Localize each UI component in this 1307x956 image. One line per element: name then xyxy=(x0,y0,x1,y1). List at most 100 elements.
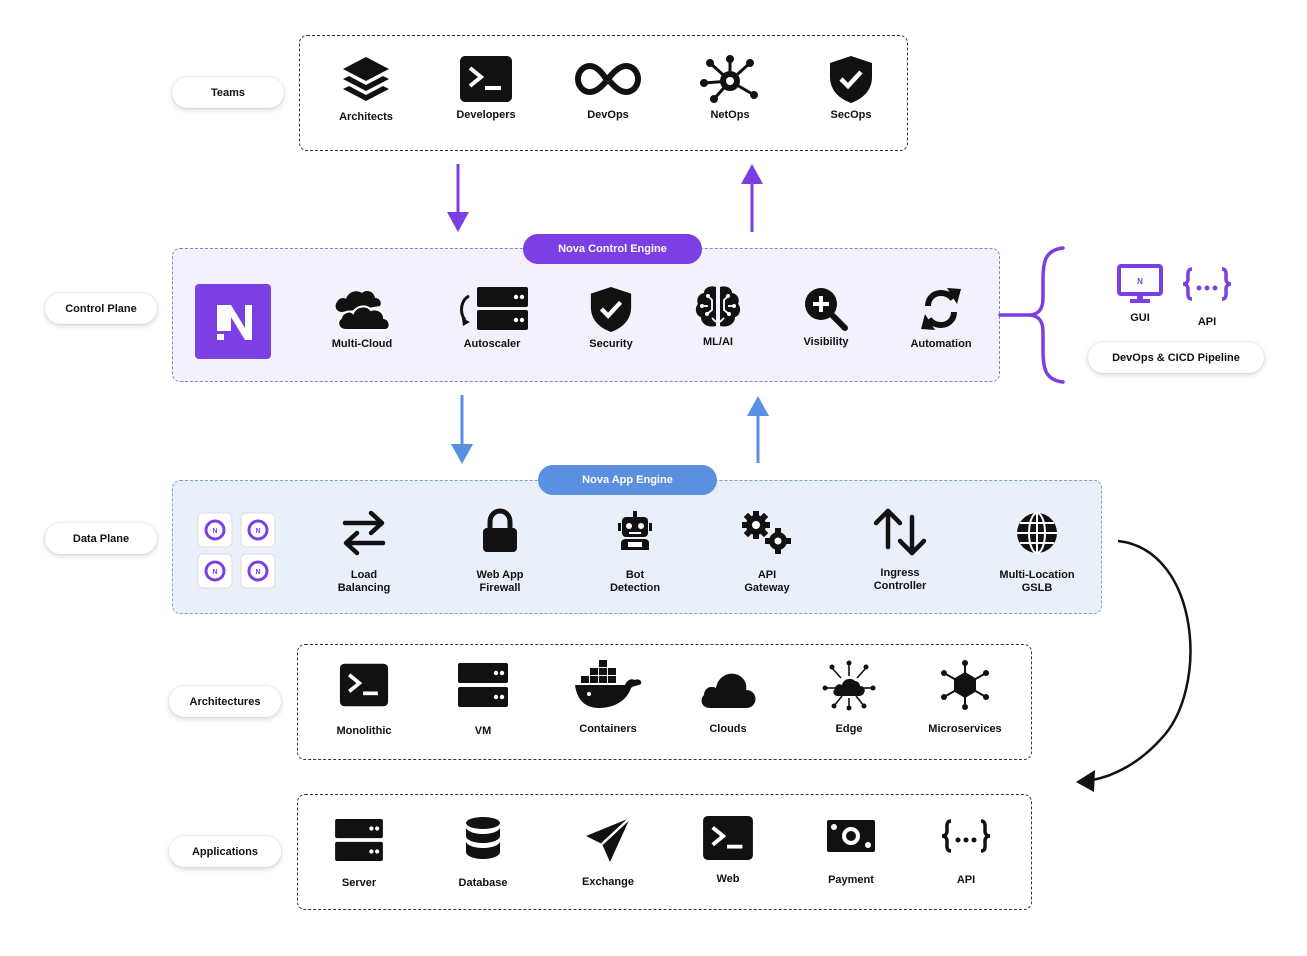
paper-plane-icon xyxy=(586,817,631,862)
infinity-icon xyxy=(574,62,642,96)
nova-control-engine-badge: Nova Control Engine xyxy=(523,234,702,264)
pipeline-gui-label: GUI xyxy=(1130,312,1150,324)
data-label: Load Balancing xyxy=(337,569,391,594)
app-server: Server xyxy=(304,818,414,890)
row-label-applications: Applications xyxy=(169,836,281,867)
control-automation: Automation xyxy=(886,286,996,351)
team-label: Developers xyxy=(456,109,516,121)
database-icon xyxy=(466,817,500,859)
terminal-icon xyxy=(703,815,753,861)
arch-microservices: Microservices xyxy=(910,660,1020,736)
pipeline-label: DevOps & CICD Pipeline xyxy=(1088,342,1264,373)
row-label-teams: Teams xyxy=(172,77,284,108)
data-label: Web App Firewall xyxy=(476,569,524,594)
team-label: SecOps xyxy=(830,109,872,121)
app-label: Server xyxy=(341,877,377,889)
banknote-icon xyxy=(827,820,875,852)
node-letter: N xyxy=(255,569,260,576)
app-label: Exchange xyxy=(582,876,634,888)
control-autoscaler: Autoscaler xyxy=(437,286,547,351)
terminal-icon xyxy=(460,56,512,102)
control-multi-cloud: Multi-Cloud xyxy=(307,286,417,351)
up-down-arrows-icon xyxy=(873,508,927,556)
arch-monolithic: Monolithic xyxy=(309,662,419,738)
brain-icon xyxy=(695,286,741,327)
control-label: Automation xyxy=(910,338,972,350)
control-label: Multi-Cloud xyxy=(331,338,393,350)
pipeline-brace xyxy=(998,246,1065,384)
arrow-teams-to-control xyxy=(447,164,469,232)
server-icon xyxy=(335,818,383,862)
data-multi-location-gslb: Multi-Location GSLB xyxy=(982,509,1092,595)
data-web-app-firewall: Web App Firewall xyxy=(445,508,555,595)
arch-edge: Edge xyxy=(794,660,904,736)
app-label: API xyxy=(956,874,976,886)
teams-box xyxy=(299,35,908,151)
team-label: NetOps xyxy=(710,109,750,121)
server-refresh-icon xyxy=(460,287,528,330)
data-bot-detection: Bot Detection xyxy=(580,509,690,595)
row-label-architectures: Architectures xyxy=(169,686,281,717)
edge-cloud-icon xyxy=(822,660,876,711)
app-label: Database xyxy=(458,877,508,889)
control-ml-ai: ML/AI xyxy=(663,284,773,349)
architectures-box xyxy=(297,644,1032,760)
nova-nodes-icon: N N N N xyxy=(197,512,276,589)
braces-icon xyxy=(1182,267,1232,301)
stack-layers-icon xyxy=(343,57,389,101)
server-icon xyxy=(458,663,508,707)
gears-icon xyxy=(742,511,791,554)
control-label: ML/AI xyxy=(703,336,733,348)
braces-icon xyxy=(941,819,991,853)
control-plane-box xyxy=(172,248,1000,382)
terminal-icon xyxy=(339,663,389,707)
network-hub-icon xyxy=(700,55,758,103)
arrow-control-to-data xyxy=(451,395,473,464)
pipeline-api: API xyxy=(1152,266,1262,329)
arch-vm: VM xyxy=(428,662,538,738)
arch-containers: Containers xyxy=(553,660,663,736)
node-letter: N xyxy=(212,528,217,535)
row-label-data-plane: Data Plane xyxy=(45,523,157,554)
globe-icon xyxy=(1017,512,1057,554)
data-load-balancing: Load Balancing xyxy=(309,509,419,595)
shield-check-icon xyxy=(590,286,632,332)
nova-n-logo-icon xyxy=(217,305,252,340)
control-label: Security xyxy=(589,338,633,350)
pipeline-api-label: API xyxy=(1197,316,1217,328)
control-label: Autoscaler xyxy=(463,338,521,350)
whale-icon xyxy=(575,660,642,708)
app-database: Database xyxy=(428,816,538,890)
node-letter: N xyxy=(212,569,217,576)
applications-box xyxy=(297,794,1032,910)
arch-label: Edge xyxy=(835,723,863,735)
arch-label: VM xyxy=(474,725,492,737)
data-label: Ingress Controller xyxy=(873,567,927,592)
arrow-data-to-architectures xyxy=(1076,539,1192,792)
cloud-icon xyxy=(701,673,756,708)
arch-clouds: Clouds xyxy=(673,664,783,736)
app-payment: Payment xyxy=(796,818,906,887)
team-netops: NetOps xyxy=(675,55,785,122)
node-letter: N xyxy=(255,528,260,535)
team-developers: Developers xyxy=(431,55,541,122)
app-api: API xyxy=(911,818,1021,887)
data-label: Multi-Location GSLB xyxy=(999,569,1075,594)
arrow-control-to-teams xyxy=(741,164,763,232)
app-exchange: Exchange xyxy=(553,816,663,889)
zoom-in-icon xyxy=(805,288,848,331)
robot-icon xyxy=(618,511,652,550)
arch-label: Monolithic xyxy=(336,725,392,737)
data-label: API Gateway xyxy=(744,569,790,594)
refresh-icon xyxy=(921,288,961,330)
row-label-control-plane: Control Plane xyxy=(45,293,157,324)
pipeline-gui: N GUI xyxy=(1085,264,1195,325)
team-label: Architects xyxy=(339,111,393,123)
app-web: Web xyxy=(673,815,783,886)
lock-icon xyxy=(483,508,517,552)
swap-arrows-icon xyxy=(342,510,386,556)
monitor-logo-text: N xyxy=(1137,277,1143,286)
team-devops: DevOps xyxy=(553,55,663,122)
team-architects: Architects xyxy=(311,55,421,124)
shield-check-icon xyxy=(830,56,872,103)
